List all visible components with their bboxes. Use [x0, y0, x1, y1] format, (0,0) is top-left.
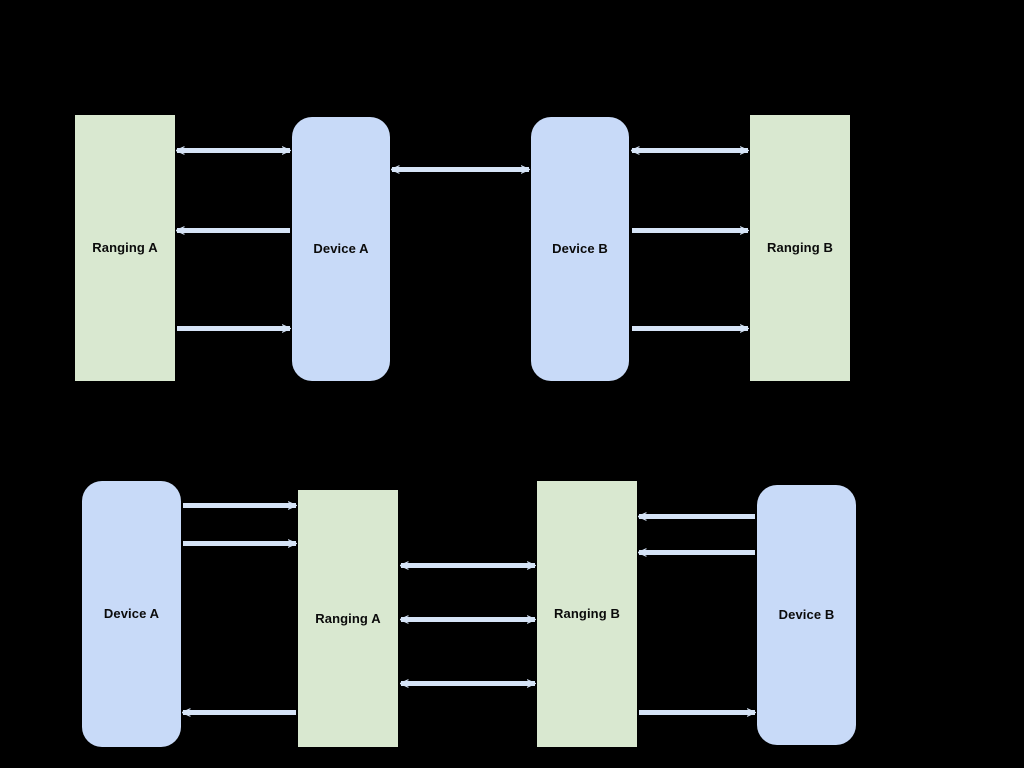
node-label-bot-ranging-a: Ranging A [315, 610, 381, 626]
node-label-top-device-b: Device B [552, 241, 608, 257]
node-bot-ranging-b[interactable]: Ranging B [537, 481, 637, 747]
node-top-device-b[interactable]: Device B [531, 117, 629, 381]
node-label-bot-ranging-b: Ranging B [554, 606, 620, 622]
node-top-device-a[interactable]: Device A [292, 117, 390, 381]
node-label-bot-device-a: Device A [103, 606, 160, 622]
node-label-top-device-a: Device A [313, 241, 369, 257]
node-bot-device-b[interactable]: Device B [757, 485, 856, 745]
node-bot-ranging-a[interactable]: Ranging A [298, 490, 398, 747]
node-top-ranging-b[interactable]: Ranging B [750, 115, 850, 381]
node-bot-device-a[interactable]: Device A [82, 481, 181, 747]
node-label-top-ranging-b: Ranging B [767, 240, 833, 256]
node-label-top-ranging-a: Ranging A [92, 240, 158, 256]
node-label-bot-device-b: Device B [778, 607, 835, 623]
node-top-ranging-a[interactable]: Ranging A [75, 115, 175, 381]
